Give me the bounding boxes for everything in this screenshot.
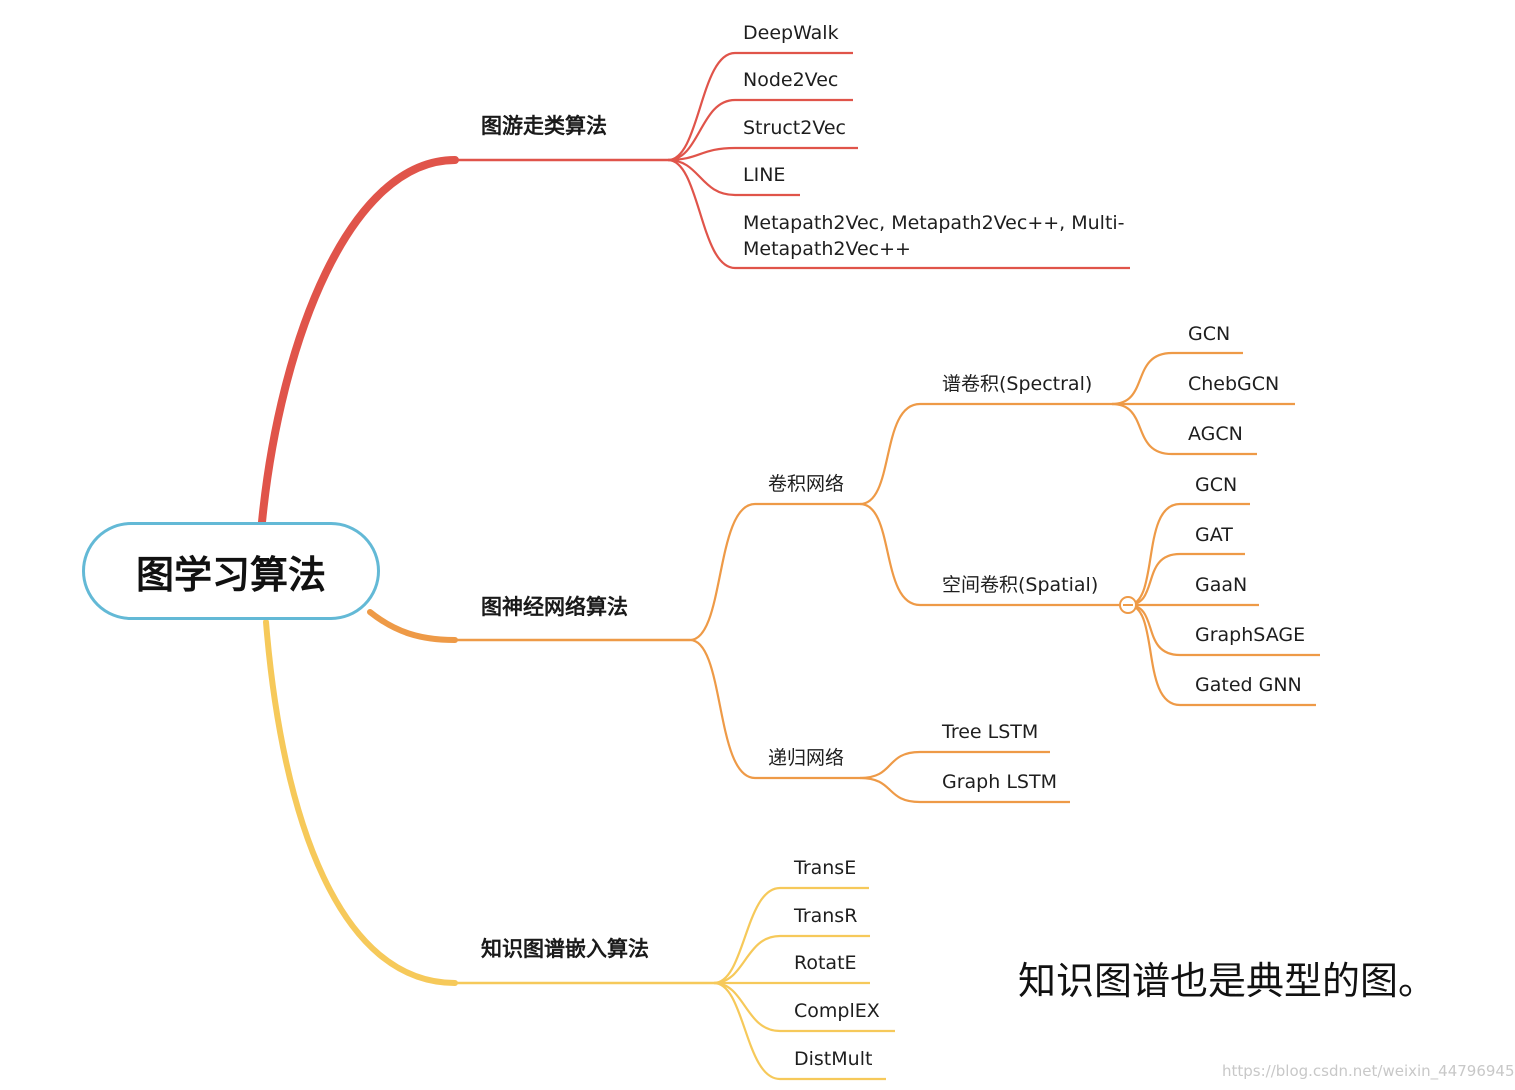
node-transe[interactable]: TransE bbox=[794, 857, 857, 879]
node-line[interactable]: LINE bbox=[743, 164, 786, 186]
connector-conv bbox=[689, 502, 860, 642]
connector-graphlstm bbox=[859, 776, 1070, 804]
node-metapath2vec[interactable]: Metapath2Vec, Metapath2Vec++, Multi-Meta… bbox=[743, 212, 1125, 260]
node-graphlstm[interactable]: Graph LSTM bbox=[942, 771, 1057, 793]
node-struct2vec[interactable]: Struct2Vec bbox=[743, 117, 847, 139]
connector-node2vec bbox=[667, 98, 853, 162]
connector-gat bbox=[1127, 552, 1245, 607]
node-rotate[interactable]: RotatE bbox=[794, 952, 857, 974]
connector-deepwalk bbox=[667, 51, 853, 162]
connector-struct2vec bbox=[667, 146, 858, 162]
node-gaan[interactable]: GaaN bbox=[1195, 574, 1248, 596]
connector-transe bbox=[713, 886, 869, 985]
connector-transr bbox=[713, 934, 870, 985]
connector-complex bbox=[713, 981, 895, 1033]
connector-spectral bbox=[859, 402, 1112, 506]
node-deepwalk[interactable]: DeepWalk bbox=[743, 22, 839, 44]
node-gatedgnn[interactable]: Gated GNN bbox=[1195, 674, 1302, 696]
node-treelstm[interactable]: Tree LSTM bbox=[942, 721, 1039, 743]
connector-treelstm bbox=[859, 750, 1050, 780]
node-distmult[interactable]: DistMult bbox=[794, 1048, 873, 1070]
node-node2vec[interactable]: Node2Vec bbox=[743, 69, 839, 91]
node-complex[interactable]: ComplEX bbox=[794, 1000, 880, 1022]
connector-agcn bbox=[1111, 402, 1257, 456]
node-spatial[interactable]: 空间卷积(Spatial) bbox=[942, 574, 1099, 596]
connector-gatedgnn bbox=[1127, 603, 1316, 707]
connector-rec bbox=[689, 638, 860, 780]
branch-gnn-label[interactable]: 图神经网络算法 bbox=[481, 595, 628, 619]
connector-line bbox=[667, 158, 800, 197]
connector-spectral-gcn bbox=[1111, 351, 1243, 406]
annotation-note: 知识图谱也是典型的图。 bbox=[1018, 959, 1437, 1003]
node-conv[interactable]: 卷积网络 bbox=[768, 473, 845, 495]
root-node[interactable]: 图学习算法 bbox=[82, 522, 380, 620]
connector-root-gnn bbox=[367, 609, 458, 643]
node-transr[interactable]: TransR bbox=[794, 905, 858, 927]
node-gat[interactable]: GAT bbox=[1195, 524, 1233, 546]
node-agcn[interactable]: AGCN bbox=[1188, 423, 1243, 445]
connector-spatial-gcn bbox=[1127, 502, 1250, 607]
node-rec[interactable]: 递归网络 bbox=[768, 747, 845, 769]
connector-root-kg bbox=[263, 619, 458, 986]
connector-graphsage bbox=[1127, 603, 1320, 657]
watermark: https://blog.csdn.net/weixin_44796945 bbox=[1222, 1062, 1515, 1080]
connector-distmult bbox=[713, 981, 886, 1081]
connector-spatial bbox=[859, 502, 1128, 607]
root-label: 图学习算法 bbox=[135, 552, 326, 597]
connector-root-walk bbox=[258, 156, 459, 526]
connector-metapath bbox=[667, 158, 1130, 270]
branch-walk-label[interactable]: 图游走类算法 bbox=[481, 114, 607, 138]
branch-kg-label[interactable]: 知识图谱嵌入算法 bbox=[481, 937, 649, 961]
node-spectral-gcn[interactable]: GCN bbox=[1188, 323, 1231, 345]
node-spatial-gcn[interactable]: GCN bbox=[1195, 474, 1238, 496]
node-spectral[interactable]: 谱卷积(Spectral) bbox=[942, 373, 1093, 395]
node-graphsage[interactable]: GraphSAGE bbox=[1195, 624, 1306, 646]
node-chebgcn[interactable]: ChebGCN bbox=[1188, 373, 1280, 395]
